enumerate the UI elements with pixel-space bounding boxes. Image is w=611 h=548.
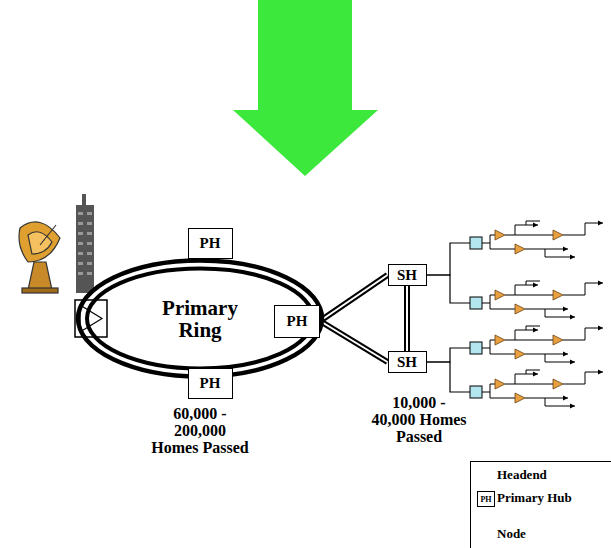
tap-arrow bbox=[533, 372, 538, 377]
node-square bbox=[470, 342, 482, 354]
homes-passed-label: 10,000 - 40,000 Homes Passed bbox=[369, 394, 469, 445]
coax-line bbox=[482, 295, 495, 303]
node-square bbox=[470, 386, 482, 398]
hub-label: PH bbox=[200, 375, 221, 392]
tap-arrow bbox=[598, 221, 603, 226]
coax-line bbox=[505, 235, 553, 236]
coax-line bbox=[526, 221, 540, 225]
trunk-outer bbox=[404, 286, 410, 351]
tap-arrow bbox=[563, 307, 568, 312]
amplifier bbox=[515, 349, 525, 359]
legend-box: PH HeadendPrimary HubNode bbox=[470, 461, 611, 548]
coax-line bbox=[563, 283, 603, 295]
tap-arrow bbox=[598, 326, 603, 331]
coax-line bbox=[482, 235, 495, 243]
trunk-connector bbox=[320, 321, 388, 362]
coax-line bbox=[490, 392, 515, 398]
trunk-connector bbox=[320, 275, 388, 321]
coax-line bbox=[525, 354, 568, 355]
amplifier bbox=[553, 379, 563, 389]
tap-arrow bbox=[563, 352, 568, 357]
tap-arrow bbox=[563, 247, 568, 252]
amplifier bbox=[515, 244, 525, 254]
amplifier bbox=[515, 393, 525, 403]
hub-box: PH bbox=[274, 305, 320, 338]
coax-line bbox=[505, 340, 553, 341]
trunk-connector bbox=[407, 286, 408, 351]
coax-line bbox=[526, 281, 540, 285]
tap-arrow bbox=[570, 315, 575, 320]
tap-arrow bbox=[533, 328, 538, 333]
trunk-gap bbox=[320, 321, 388, 362]
coax-trees bbox=[470, 221, 603, 409]
legend-entry: Primary Hub bbox=[497, 490, 572, 506]
ring-outer bbox=[78, 261, 322, 377]
coax-line bbox=[490, 243, 515, 249]
hub-box: PH bbox=[188, 368, 233, 399]
tap-arrow bbox=[570, 404, 575, 409]
coax-line bbox=[482, 384, 495, 392]
trunk-gap bbox=[320, 275, 388, 321]
legend-entry: Headend bbox=[497, 467, 547, 483]
feeder-lines bbox=[426, 243, 470, 392]
tap-arrow bbox=[598, 370, 603, 375]
tap-arrow bbox=[570, 360, 575, 365]
trunk-gap bbox=[406, 286, 408, 351]
coax-line bbox=[490, 348, 515, 354]
coax-line bbox=[563, 372, 603, 384]
amplifier bbox=[495, 335, 505, 345]
legend-text: Node bbox=[497, 526, 526, 541]
coax-line bbox=[505, 384, 553, 385]
tap-arrow bbox=[533, 283, 538, 288]
amplifier bbox=[495, 379, 505, 389]
legend-hub-symbol: PH bbox=[477, 491, 495, 507]
hub-label: SH bbox=[397, 267, 417, 284]
hub-box: PH bbox=[188, 228, 233, 259]
coax-line bbox=[525, 309, 568, 310]
tower-icon bbox=[76, 194, 94, 293]
coax-line bbox=[482, 340, 495, 348]
hub-label: PH bbox=[287, 313, 308, 330]
coax-line bbox=[525, 249, 568, 250]
trunk-outer bbox=[320, 275, 388, 321]
ring-title: Primary Ring bbox=[145, 297, 255, 341]
hub-label: PH bbox=[200, 235, 221, 252]
hub-label: SH bbox=[397, 354, 417, 371]
tap-arrow bbox=[570, 255, 575, 260]
down-arrow bbox=[233, 0, 378, 176]
tap-arrow bbox=[533, 223, 538, 228]
hub-box: SH bbox=[388, 264, 427, 286]
node-square bbox=[470, 297, 482, 309]
tap-arrow bbox=[563, 396, 568, 401]
coax-line bbox=[525, 398, 568, 399]
coax-line bbox=[563, 328, 603, 340]
amplifier bbox=[515, 304, 525, 314]
tap-arrow bbox=[598, 281, 603, 286]
dish-icon bbox=[19, 222, 60, 293]
legend-text: Primary Hub bbox=[497, 490, 572, 505]
coax-line bbox=[526, 370, 540, 374]
coax-line bbox=[505, 295, 553, 296]
amplifier bbox=[495, 290, 505, 300]
node-square bbox=[470, 237, 482, 249]
amplifier bbox=[495, 230, 505, 240]
legend-text: Headend bbox=[497, 467, 547, 482]
coax-line bbox=[490, 303, 515, 309]
coax-line bbox=[526, 326, 540, 330]
amplifier bbox=[553, 230, 563, 240]
trunk-outer bbox=[320, 321, 388, 362]
legend-entry: Node bbox=[497, 526, 526, 542]
amplifier bbox=[553, 335, 563, 345]
homes-passed-label: 60,000 - 200,000 Homes Passed bbox=[150, 405, 250, 456]
amplifier bbox=[553, 290, 563, 300]
coax-line bbox=[563, 223, 603, 235]
legend-hub-text: PH bbox=[480, 495, 491, 504]
hub-box: SH bbox=[388, 351, 427, 373]
